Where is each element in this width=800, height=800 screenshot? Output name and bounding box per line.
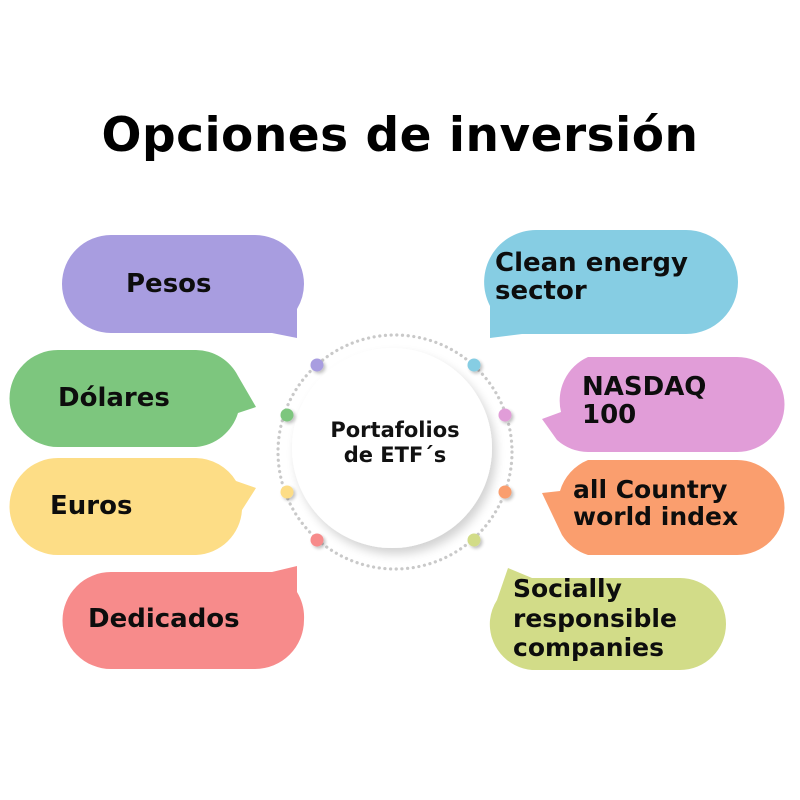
label-socially-line3: companies — [513, 633, 665, 662]
dot-pesos — [310, 358, 324, 372]
bubble-euros — [9, 458, 256, 555]
label-socially-line2: responsible — [513, 603, 677, 633]
label-pesos: Pesos — [126, 268, 212, 299]
label-clean-energy: Clean energy sector — [495, 249, 735, 305]
label-dedicados: Dedicados — [88, 603, 240, 634]
dot-dolares — [280, 408, 294, 422]
dot-all-country — [498, 485, 512, 499]
page-title: Opciones de inversión — [101, 108, 699, 163]
label-all-country-line1: all Country — [573, 475, 728, 504]
label-socially: Socially responsible companies — [513, 574, 733, 663]
label-all-country-line2: world index — [573, 502, 739, 531]
dot-clean-energy — [467, 358, 481, 372]
center-label-line1: Portafolios — [330, 418, 460, 442]
label-all-country: all Country world index — [573, 476, 788, 530]
label-clean-energy-line2: sector — [495, 276, 587, 307]
center-circle — [292, 348, 492, 548]
label-socially-line1: Socially — [513, 574, 622, 603]
label-nasdaq-line2: 100 — [582, 400, 637, 431]
label-clean-energy-line1: Clean energy — [495, 248, 688, 278]
label-euros: Euros — [50, 490, 133, 521]
bubble-clean-energy — [484, 230, 738, 338]
dot-euros — [280, 485, 294, 499]
bubble-nasdaq — [542, 357, 785, 452]
bubble-pesos — [62, 235, 304, 338]
dot-socially — [467, 533, 481, 547]
dot-nasdaq — [498, 408, 512, 422]
bubble-dedicados — [62, 566, 305, 669]
center-label-line2: de ETF´s — [343, 443, 447, 468]
label-dolares: Dólares — [58, 382, 170, 413]
dot-dedicados — [310, 533, 324, 547]
label-nasdaq-line1: NASDAQ — [582, 372, 707, 402]
dotted-ring — [276, 333, 514, 571]
bubble-dolares — [9, 350, 256, 447]
label-nasdaq: NASDAQ 100 — [582, 373, 772, 429]
bubble-socially — [489, 568, 726, 670]
bubble-all-country — [542, 460, 785, 555]
center-label: Portafolios de ETF´s — [295, 418, 495, 468]
